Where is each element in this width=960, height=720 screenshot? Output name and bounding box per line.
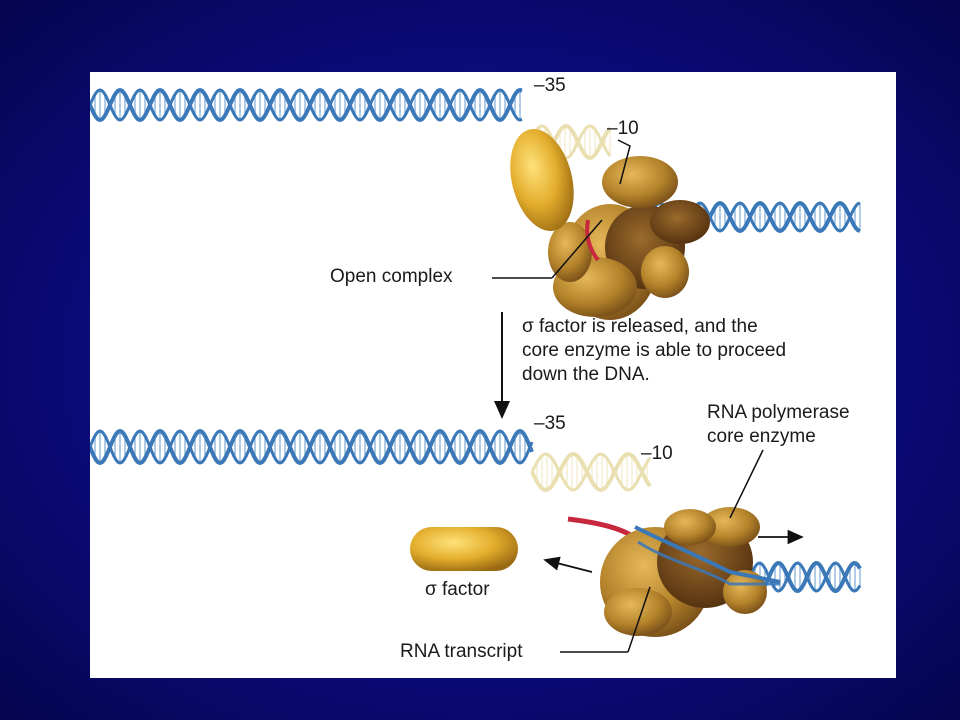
open-complex-enzyme [548,156,710,320]
label-rna-transcript: RNA transcript [400,641,523,662]
label-minus35-bottom: –35 [534,413,566,434]
dna-helix-bottom-right [748,560,862,594]
label-sigma-factor: σ factor [425,579,490,600]
sigma-factor-bound [510,129,574,231]
caption-line-2: core enzyme is able to proceed [522,340,787,361]
rna-polymerase-core-enzyme [600,507,767,637]
label-core-enzyme: core enzyme [707,426,816,447]
label-minus35-top: –35 [534,75,566,96]
label-rna-polymerase: RNA polymerase [707,402,850,423]
caption-line-3: down the DNA. [522,364,650,385]
label-minus10-top: –10 [607,118,639,139]
unwound-dna-bottom [530,451,652,493]
transcription-diagram [90,87,862,653]
diagram-panel: –35 –10 Open complex σ factor is release… [90,72,896,678]
dna-helix-bottom-left [90,428,534,466]
label-open-complex: Open complex [330,266,453,287]
dna-helix-top-left [90,87,523,123]
label-minus10-bottom: –10 [641,443,673,464]
sigma-factor-released [410,527,518,571]
caption-line-1: σ factor is released, and the [522,316,758,337]
